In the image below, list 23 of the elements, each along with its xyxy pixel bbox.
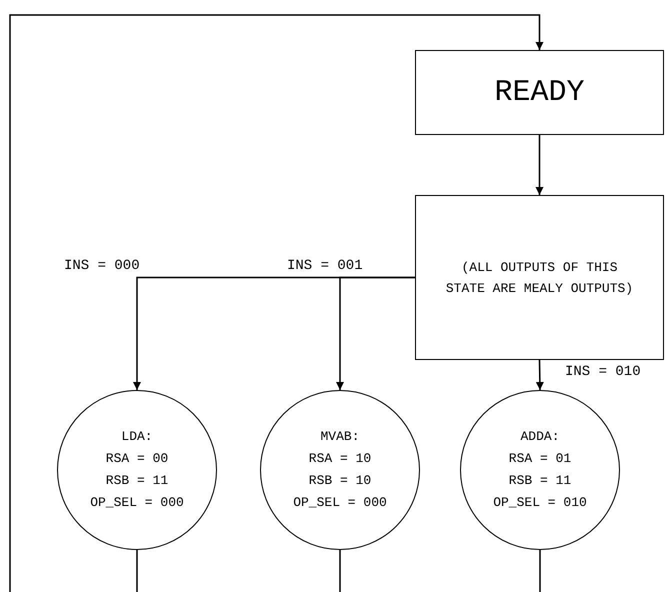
decision-box: [415, 195, 664, 360]
note-text: (ALL OUTPUTS OF THIS STATE ARE MEALY OUTPUTS): [444, 258, 634, 298]
arrow: [9, 14, 544, 592]
state-output: OP_SEL = 000: [90, 494, 184, 512]
connector-line: [136, 550, 138, 592]
state-output: RSB = 11: [508, 472, 572, 490]
state-output: ADDA:: [520, 428, 560, 446]
state-output: MVAB:: [320, 428, 360, 446]
state-output: RSA = 00: [106, 450, 168, 468]
state-output: RSB = 11: [106, 472, 168, 490]
connector-line: [339, 550, 341, 592]
connector-line: [539, 550, 541, 592]
state-box: [415, 50, 664, 135]
state-output: RSA = 10: [308, 450, 372, 468]
arrow: [536, 135, 544, 195]
arrow: [336, 276, 415, 390]
state-output: LDA:: [121, 428, 153, 446]
state-name: READY: [494, 82, 584, 104]
state-output: RSA = 01: [508, 450, 572, 468]
state-output: OP_SEL = 010: [493, 494, 587, 512]
state-output: OP_SEL = 000: [293, 494, 387, 512]
state-output: RSB = 10: [308, 472, 372, 490]
arrow: [536, 360, 544, 390]
